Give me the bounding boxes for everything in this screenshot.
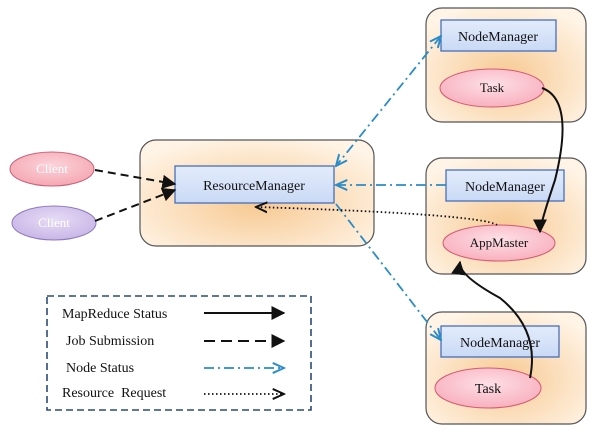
task-top-label: Task [480,80,505,95]
client-pink-label: Client [36,161,68,176]
task-bottom-label: Task [475,382,501,397]
app-master-label: AppMaster [470,235,529,250]
task-bottom[interactable]: Task [434,367,542,409]
resource-request-arrow [256,207,498,226]
resource-manager-label: ResourceManager [203,179,305,194]
node-status-arrow-bottom [335,203,441,340]
task-top[interactable]: Task [439,68,545,108]
legend-label-node-status: Node Status [66,361,134,376]
resource-manager-box[interactable]: ResourceManager [174,165,335,204]
node-status-arrow-top [336,36,441,166]
legend-label-mapreduce-status: MapReduce Status [62,307,167,322]
node-manager-middle-label: NodeManager [465,180,545,195]
client-purple[interactable]: Client [11,205,97,241]
legend: MapReduce Status Job Submission Node Sta… [46,295,312,411]
app-master[interactable]: AppMaster [442,224,556,262]
mapreduce-status-arrow-top [533,87,564,234]
legend-box [46,295,312,411]
job-submission-arrow-2 [94,188,177,222]
legend-label-job-submission: Job Submission [66,334,154,349]
job-submission-arrow-1 [94,169,177,189]
node-manager-bottom-label: NodeManager [460,336,540,351]
client-purple-label: Client [38,215,70,230]
node-manager-top-label: NodeManager [458,30,538,45]
node-manager-middle[interactable]: NodeManager [445,169,565,202]
node-manager-top[interactable]: NodeManager [440,19,557,52]
legend-label-resource-request: Resource Request [62,386,166,401]
node-manager-bottom[interactable]: NodeManager [440,325,560,358]
client-pink[interactable]: Client [9,151,95,187]
mapreduce-status-arrow-bottom [451,260,533,379]
